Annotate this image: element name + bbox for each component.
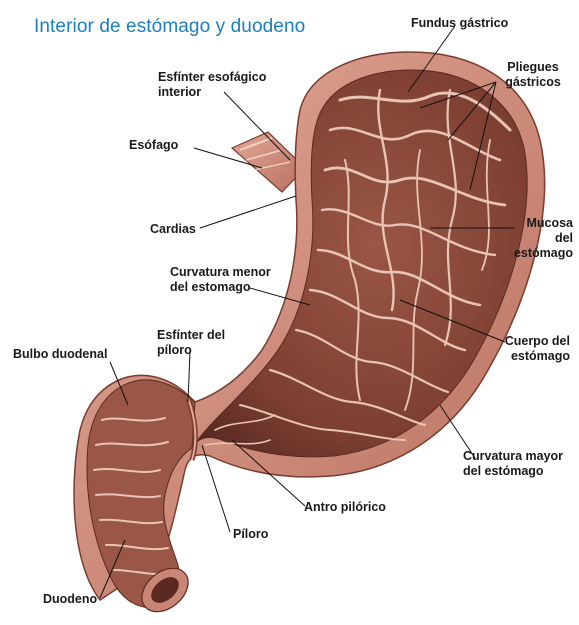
label-curvatura-menor-line1: Curvatura menor xyxy=(170,265,271,279)
gastric-folds xyxy=(204,88,512,446)
esophagus-shape xyxy=(230,131,306,193)
label-bulbo: Bulbo duodenal xyxy=(13,347,107,362)
label-duodeno: Duodeno xyxy=(43,592,97,607)
label-duodeno-text: Duodeno xyxy=(43,592,98,606)
label-esfinter-piloro-line2: píloro xyxy=(157,343,192,357)
leader-lines xyxy=(99,25,515,599)
label-cardias: Cardias xyxy=(150,222,196,237)
label-fundus-text: Fundus gástrico xyxy=(411,16,509,30)
pylorus-shape xyxy=(185,397,198,461)
label-cuerpo-line2: estómago xyxy=(510,349,570,363)
label-fundus: Fundus gástrico xyxy=(411,16,508,31)
label-piloro-text: Píloro xyxy=(233,527,269,541)
label-piloro: Píloro xyxy=(233,527,268,542)
label-pliegues: Pliegues gástricos xyxy=(493,60,573,90)
label-pliegues-line1: Pliegues xyxy=(507,60,559,74)
label-curvatura-mayor-line1: Curvatura mayor xyxy=(463,449,564,463)
label-cuerpo: Cuerpo del estómago xyxy=(490,334,570,364)
label-esofago-text: Esófago xyxy=(129,138,179,152)
label-cardias-text: Cardias xyxy=(150,222,196,236)
label-esfinter-esofagico: Esfínter esofágico interior xyxy=(158,70,266,100)
label-esfinter-piloro-line1: Esfínter del xyxy=(157,328,226,342)
label-esfinter-esofagico-line2: interior xyxy=(158,85,202,99)
label-esfinter-esofagico-line1: Esfínter esofágico xyxy=(158,70,267,84)
page-title: Interior de estómago y duodeno xyxy=(34,16,306,37)
label-pliegues-line2: gástricos xyxy=(505,75,561,89)
label-curvatura-mayor: Curvatura mayor del estómago xyxy=(463,449,563,479)
label-curvatura-menor-line2: del estomago xyxy=(170,280,251,294)
label-cuerpo-line1: Cuerpo del xyxy=(504,334,570,348)
label-esfinter-piloro: Esfínter del píloro xyxy=(157,328,225,358)
label-esofago: Esófago xyxy=(129,138,178,153)
label-mucosa-line1: Mucosa xyxy=(526,216,573,230)
label-curvatura-menor: Curvatura menor del estomago xyxy=(170,265,271,295)
label-mucosa-line3: estómago xyxy=(513,246,573,260)
duodenum-shape xyxy=(86,379,196,613)
label-mucosa: Mucosa del estómago xyxy=(498,216,573,261)
label-curvatura-mayor-line2: del estómago xyxy=(463,464,544,478)
label-antro: Antro pilórico xyxy=(304,500,386,515)
label-antro-text: Antro pilórico xyxy=(304,500,386,514)
label-bulbo-text: Bulbo duodenal xyxy=(13,347,108,361)
label-mucosa-line2: del xyxy=(554,231,573,245)
